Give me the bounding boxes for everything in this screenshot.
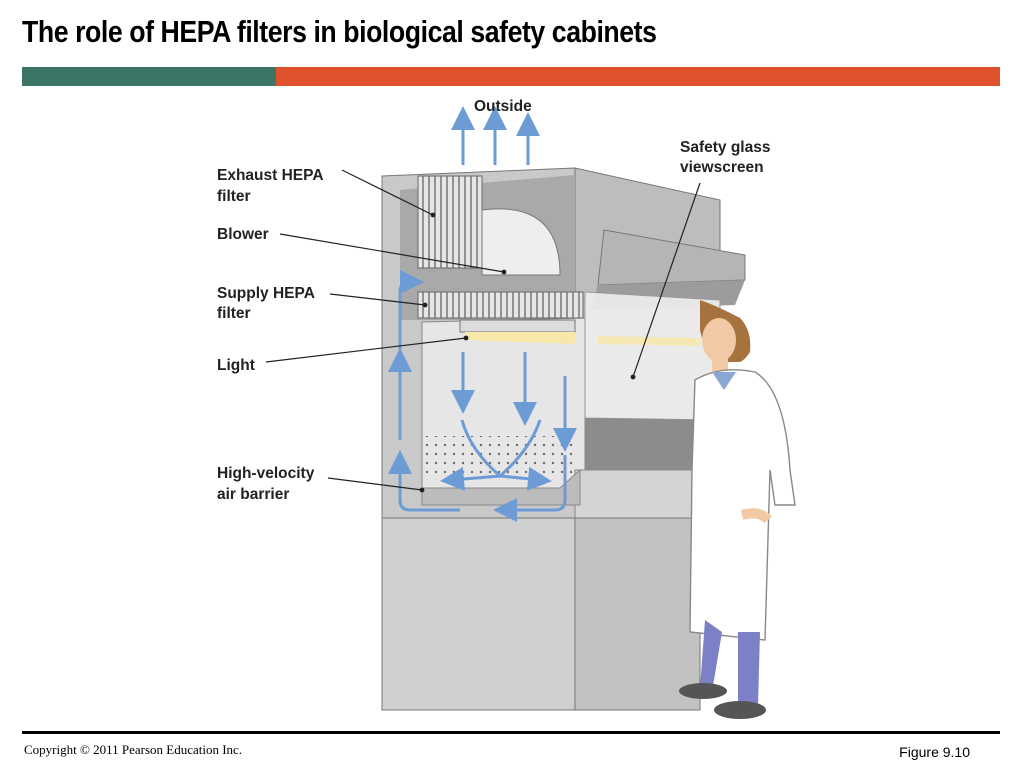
label-exhaust-line2: filter <box>217 188 251 205</box>
light-fixture <box>459 319 576 333</box>
airflow-arrows <box>388 106 577 522</box>
exhaust-hepa-filter <box>417 175 483 269</box>
label-barrier-line2: air barrier <box>217 486 289 503</box>
label-supply-line1: Supply HEPA <box>217 285 315 302</box>
label-glass-line1: Safety glass <box>680 139 770 156</box>
blower <box>481 208 561 276</box>
label-outside: Outside <box>474 98 532 115</box>
label-exhaust-line1: Exhaust HEPA <box>217 167 324 184</box>
label-barrier-line1: High-velocity <box>217 465 315 482</box>
label-light: Light <box>217 357 255 374</box>
label-supply-line2: filter <box>217 305 251 322</box>
slide-title: The role of HEPA filters in biological s… <box>22 14 657 49</box>
lab-worker <box>679 300 796 719</box>
cabinet <box>381 167 746 711</box>
figure-number: Figure 9.10 <box>899 744 970 760</box>
supply-hepa-filter <box>417 291 584 319</box>
accent-bar-right <box>276 67 1000 86</box>
label-glass-line2: viewscreen <box>680 159 764 176</box>
accent-bar-left <box>22 67 276 86</box>
label-blower: Blower <box>217 226 269 243</box>
footer-divider <box>22 731 1000 734</box>
copyright-text: Copyright © 2011 Pearson Education Inc. <box>24 742 243 757</box>
leader-dots <box>419 212 636 493</box>
leader-lines <box>265 169 701 491</box>
